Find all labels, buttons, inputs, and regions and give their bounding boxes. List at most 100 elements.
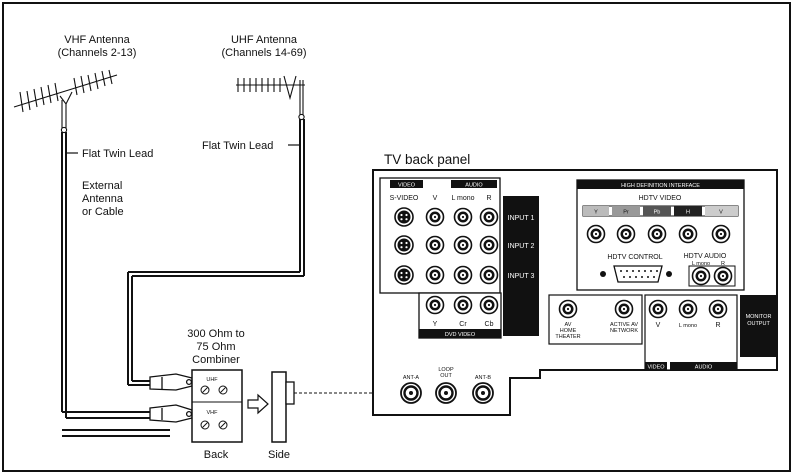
input3-svideo-jack [394,265,414,285]
av-input-group: VIDEO AUDIO S-VIDEO V L mono R INPUT 1 I… [379,177,539,339]
svideo-column-label: S-VIDEO [390,195,419,202]
dvd-video-label: DVD VIDEO [445,332,476,338]
combiner-side [271,371,392,443]
monitor-l-label: L mono [679,323,697,329]
home-theater-label-line3: THEATER [555,334,580,340]
combiner-back: UHF VHF [191,369,243,443]
uhf-antenna-channels: (Channels 14-69) [222,47,307,59]
vhf-antenna-title: VHF Antenna [64,34,130,46]
hd-h-jack [678,224,698,244]
ant-b-label: ANT-B [475,375,492,381]
dvd-cr-label: Cr [459,321,467,328]
hdtv-control-port [600,265,672,283]
external-label-line3: or Cable [82,206,124,218]
spade-connectors [149,373,193,423]
hdtv-control-label: HDTV CONTROL [607,254,662,261]
hd-v-jack [711,224,731,244]
uhf-antenna-icon [236,75,305,121]
vhf-antenna-channels: (Channels 2-13) [58,47,137,59]
monitor-video-label: VIDEO [647,365,665,371]
input3-video-jack [425,265,445,285]
input2-label: INPUT 2 [508,243,535,250]
arrow-right-icon [247,393,269,415]
audio-header: AUDIO [465,183,483,189]
rf-antenna-jacks: ANT-A LOOP OUT ANT-B [399,367,495,405]
monitor-r-label: R [715,322,720,329]
monitor-output-label-line2: OUTPUT [747,321,770,327]
external-label-line1: External [82,180,122,192]
cable-lines [61,119,305,437]
active-av-network-jack [614,299,634,319]
combiner-title-line1: 300 Ohm to [187,328,244,340]
left-flat-twin-lead-label: Flat Twin Lead [82,148,153,160]
hd-y-jack [586,224,606,244]
home-theater-label-line1: AV [565,322,572,328]
input2-audio-l-jack [453,235,473,255]
combiner-back-label: Back [204,449,229,461]
combiner-vhf-label: VHF [207,410,219,416]
av-network-group: AV HOME THEATER ACTIVE AV NETWORK [548,294,643,345]
monitor-v-label: V [656,322,661,329]
loop-out-jack [434,381,458,405]
monitor-output-group: V L mono R VIDEO AUDIO MONITOR OUTPUT [644,294,777,371]
hd-pr-jack [616,224,636,244]
dvd-y-jack [425,295,445,315]
dvd-cr-jack [453,295,473,315]
uhf-antenna: UHF Antenna (Channels 14-69) [222,34,307,121]
ant-a-jack [399,381,423,405]
input2-audio-r-jack [479,235,499,255]
hdtv-audio-l-label: L mono [692,261,710,267]
hd-y-label: Y [594,210,598,216]
monitor-audio-l-jack [678,299,698,319]
input2-video-jack [425,235,445,255]
combiner-screw-terminals [200,385,228,430]
hdtv-audio-label: HDTV AUDIO [684,253,727,260]
hd-h-label: H [686,210,690,216]
input1-video-jack [425,207,445,227]
input1-audio-l-jack [453,207,473,227]
uhf-antenna-title: UHF Antenna [231,34,298,46]
monitor-output-block [740,295,777,357]
hd-interface-header: HIGH DEFINITION INTERFACE [621,183,700,189]
input1-audio-r-jack [479,207,499,227]
monitor-output-label-line1: MONITOR [746,314,772,320]
hd-v-label: V [719,210,723,216]
active-av-label-line1: ACTIVE AV [610,322,638,328]
high-definition-interface: HIGH DEFINITION INTERFACE HDTV VIDEO Y P… [576,179,745,291]
v-column-label: V [433,195,438,202]
active-av-label-line2: NETWORK [610,328,638,334]
dvd-cb-label: Cb [485,321,494,328]
input1-label: INPUT 1 [508,215,535,222]
ant-a-label: ANT-A [403,375,420,381]
external-label-line2: Antenna [82,193,124,205]
monitor-audio-label: AUDIO [695,365,713,371]
combiner-side-label: Side [268,449,290,461]
hdtv-video-label: HDTV VIDEO [639,195,682,202]
video-header: VIDEO [398,183,416,189]
input2-svideo-jack [394,235,414,255]
tv-panel-title: TV back panel [384,152,470,167]
home-theater-jack [558,299,578,319]
monitor-audio-r-jack [708,299,728,319]
r-column-label: R [486,195,491,202]
hdtv-audio-l-jack [691,266,711,286]
combiner-title-line2: 75 Ohm [196,341,235,353]
monitor-video-jack [648,299,668,319]
vhf-antenna: VHF Antenna (Channels 2-13) [13,34,137,134]
hdtv-audio-r-label: R [721,261,725,267]
input3-label: INPUT 3 [508,273,535,280]
hd-pr-label: Pr [623,210,629,216]
hdtv-audio-r-jack [713,266,733,286]
dvd-y-label: Y [433,321,438,328]
ant-b-jack [471,381,495,405]
loop-out-label-line1: LOOP [438,367,454,373]
vhf-antenna-icon [13,69,118,134]
hd-pb-label: Pb [654,210,661,216]
combiner-uhf-label: UHF [206,377,218,383]
l-mono-column-label: L mono [451,195,474,202]
input-label-block [503,196,539,336]
right-flat-twin-lead-label: Flat Twin Lead [202,140,273,152]
